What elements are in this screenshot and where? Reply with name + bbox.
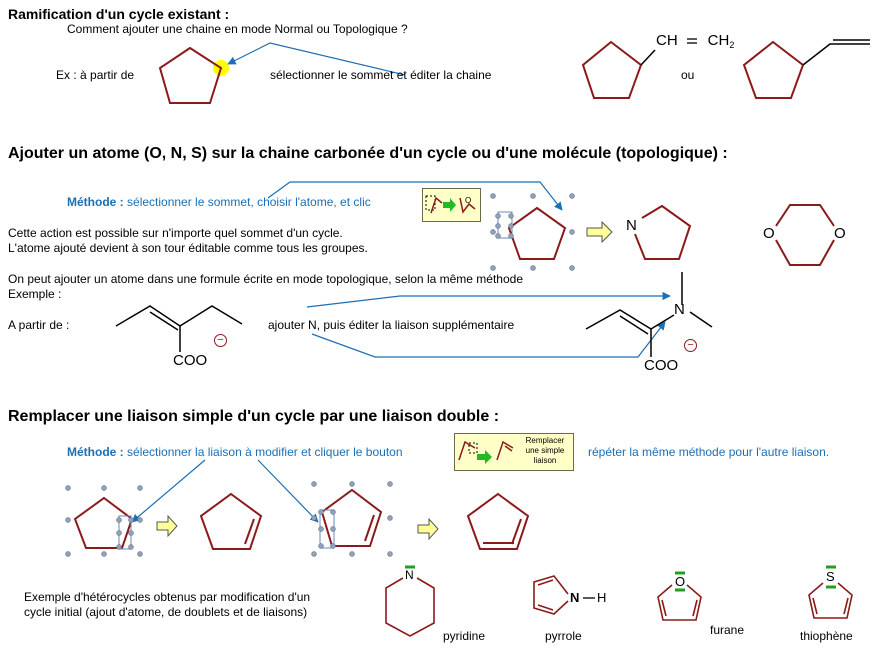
method-label-2: Méthode :	[67, 445, 124, 459]
svg-text:O: O	[465, 196, 471, 205]
cyclopentane-ring[interactable]	[158, 46, 223, 104]
vinyl-topo-chain	[802, 43, 870, 66]
method-arrow-left	[131, 459, 206, 523]
name-pyridine: pyridine	[443, 629, 486, 643]
vinylcyclopentane-topo-ring	[742, 40, 805, 99]
furan-ring	[657, 584, 702, 621]
info-line-2: L'atome ajouté devient à son tour éditab…	[8, 241, 368, 255]
method-text-2: Méthode : sélectionner la liaison à modi…	[67, 445, 403, 460]
replace-bond-label: Remplacer une simple liaison	[517, 436, 573, 466]
cyclopentadiene-ring	[466, 492, 530, 550]
replace-bond-icon	[458, 440, 514, 464]
formula-ch2: CH	[707, 32, 730, 49]
pyrrole-n: N	[570, 590, 580, 605]
method-arrow-top	[267, 181, 563, 211]
info-line-1: Cette action est possible sur n'importe …	[8, 226, 343, 240]
or-label: ou	[681, 68, 695, 82]
selected-bond-ring-1[interactable]	[65, 485, 143, 557]
method-description-2: sélectionner la liaison à modifier et cl…	[127, 445, 403, 459]
formula-subscript: 2	[729, 40, 735, 50]
formula-ch: CH	[656, 32, 678, 49]
amine-n: N	[674, 301, 685, 318]
name-pyrrole: pyrrole	[545, 629, 582, 643]
coo-right: COO	[644, 357, 679, 374]
name-furane: furane	[710, 623, 745, 637]
thiophene-s: S	[826, 569, 835, 584]
dioxane-ring-left	[775, 204, 835, 227]
method-label: Méthode :	[67, 195, 124, 209]
vinylcyclopentane-ring	[581, 40, 643, 99]
replace-bond-label-1: Remplacer	[525, 436, 565, 445]
butenoate-skeleton	[115, 305, 243, 352]
amino-butenoate-skeleton	[585, 272, 713, 357]
example-label: Exemple :	[8, 287, 62, 301]
right-arrow-icon	[586, 220, 613, 244]
method-description: sélectionner le sommet, choisir l'atome,…	[127, 195, 371, 209]
hetero-line-1: Exemple d'hétérocycles obtenus par modif…	[24, 590, 311, 604]
pyrrole-ring	[533, 575, 569, 615]
pyridine-n: N	[405, 568, 414, 582]
section1-question: Comment ajouter une chaine en mode Norma…	[67, 22, 408, 36]
replace-bond-label-2: une simple	[525, 446, 565, 455]
example-prefix: Ex : à partir de	[56, 68, 135, 82]
coo-left: COO	[173, 352, 208, 369]
section3-title: Remplacer une liaison simple d'un cycle …	[8, 408, 500, 425]
minus-charge-right: −	[684, 339, 697, 352]
pyrrole-h: H	[597, 590, 607, 605]
instruction-text: sélectionner le sommet et éditer la chai…	[270, 68, 492, 82]
add-atom-icon: O	[425, 195, 476, 214]
pyridine-ring	[385, 577, 435, 637]
minus-charge-left: −	[214, 334, 227, 347]
section2-title: Ajouter un atome (O, N, S) sur la chaine…	[8, 145, 728, 162]
name-thiophene: thiophène	[800, 629, 853, 643]
section1-title: Ramification d'un cycle existant :	[8, 6, 230, 22]
method-arrow-right	[257, 459, 319, 523]
cyclopentene-ring	[199, 492, 263, 550]
dioxane-o-right: O	[834, 225, 846, 242]
pyrrolidine-ring	[634, 204, 692, 260]
furan-o: O	[675, 574, 686, 589]
vinyl-bond	[640, 49, 656, 66]
info-line-3: On peut ajouter un atome dans une formul…	[8, 272, 523, 286]
selected-bond-ring-2[interactable]	[311, 481, 393, 557]
pointer-arrow	[227, 42, 406, 76]
selected-ring[interactable]	[490, 193, 575, 271]
replace-bond-label-3: liaison	[533, 456, 557, 465]
right-arrow-icon	[156, 514, 178, 538]
repeat-text: répéter la même méthode pour l'autre lia…	[588, 445, 830, 459]
right-arrow-icon	[417, 517, 439, 541]
add-atom-arrow-top	[306, 291, 671, 308]
dioxane-o-left: O	[763, 225, 775, 242]
dioxane-ring-right	[775, 239, 835, 266]
thiophene-ring	[808, 582, 853, 619]
from-label: A partir de :	[8, 318, 70, 332]
pyrrolidine-n: N	[626, 217, 637, 234]
replace-bond-button[interactable]: Remplacer une simple liaison	[454, 433, 574, 471]
add-atom-button[interactable]: O	[422, 188, 481, 222]
add-n-text: ajouter N, puis éditer la liaison supplé…	[268, 318, 515, 332]
method-text: Méthode : sélectionner le sommet, choisi…	[67, 195, 371, 210]
hetero-line-2: cycle initial (ajout d'atome, de doublet…	[24, 605, 308, 619]
